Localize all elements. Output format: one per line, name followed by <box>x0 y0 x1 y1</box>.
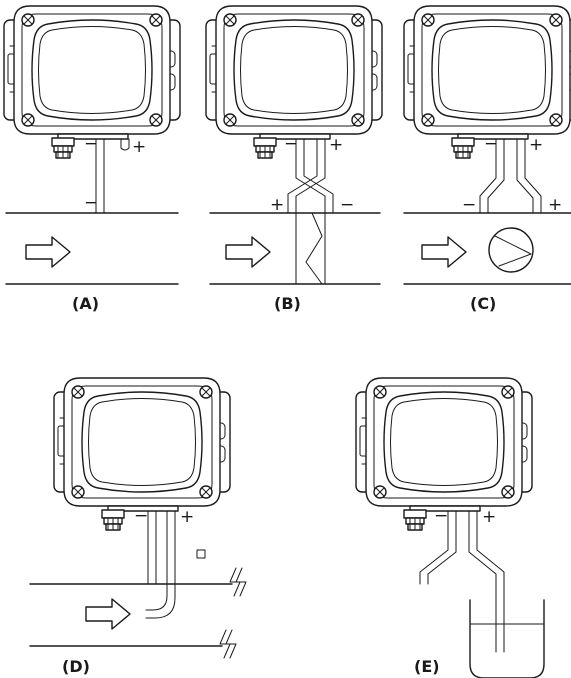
plus-sign: + <box>482 507 496 527</box>
plus-sign: + <box>529 135 543 155</box>
panel-c: − + − + (C) <box>403 5 571 313</box>
label-e: (E) <box>414 657 440 676</box>
plus-sign: + <box>329 135 343 155</box>
small-square <box>196 549 206 559</box>
minus-sign: − <box>134 506 148 526</box>
panel-b: − + + − (B) <box>205 5 383 313</box>
minus-sign: − <box>84 134 98 154</box>
flow-direction-arrow-icon <box>225 236 271 268</box>
plus-sign: + <box>180 507 194 527</box>
pipe-break-icon <box>219 629 237 659</box>
panel-d: − + (D) <box>29 377 247 676</box>
flow-direction-arrow-icon <box>85 598 131 630</box>
minus-sign: − <box>284 134 298 154</box>
panel-a: − + − (A) <box>3 5 181 313</box>
minus-sign: − <box>340 195 354 215</box>
vessel-icon <box>469 599 545 678</box>
minus-sign: − <box>434 506 448 526</box>
plus-sign: + <box>270 195 284 215</box>
minus-sign: − <box>484 134 498 154</box>
label-c: (C) <box>470 294 496 313</box>
minus-sign: − <box>84 193 98 213</box>
fan-icon <box>488 227 534 273</box>
panel-e: − + (E) <box>355 377 545 678</box>
plus-sign: + <box>548 195 562 215</box>
pipe-break-icon <box>229 567 247 597</box>
label-a: (A) <box>72 294 99 313</box>
label-d: (D) <box>62 657 90 676</box>
flow-direction-arrow-icon <box>25 236 71 268</box>
flow-direction-arrow-icon <box>421 236 467 268</box>
label-b: (B) <box>274 294 301 313</box>
plus-sign: + <box>132 137 146 157</box>
minus-sign: − <box>462 195 476 215</box>
